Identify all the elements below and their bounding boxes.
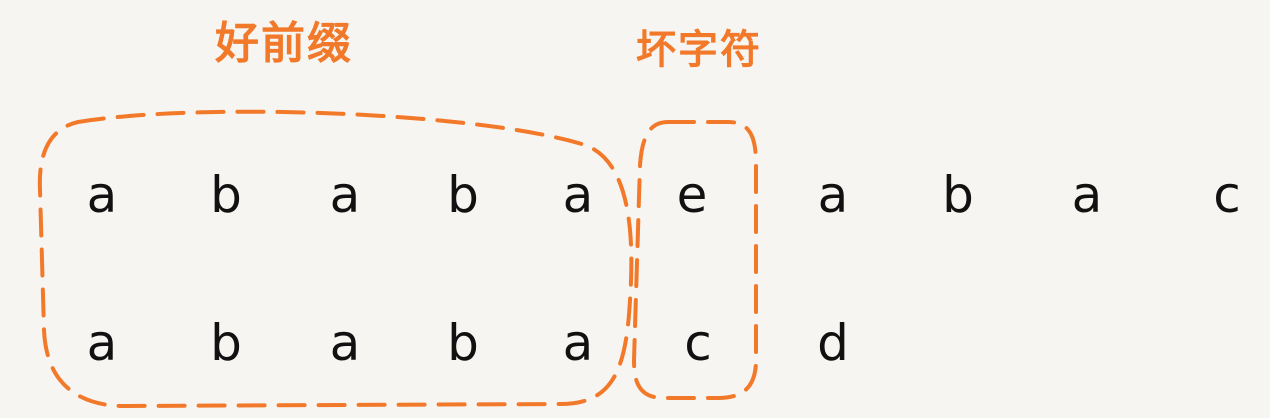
main-string-char: a	[86, 166, 118, 224]
main-string-char: a	[329, 166, 361, 224]
pattern-string-char: a	[562, 314, 594, 372]
good-prefix-label: 好前缀	[215, 18, 353, 69]
good-prefix-dashed-box	[37, 109, 634, 409]
main-string-char: a	[817, 166, 849, 224]
pattern-string-char: d	[817, 314, 849, 372]
pattern-string-char: b	[210, 314, 242, 372]
pattern-string-char: a	[329, 314, 361, 372]
bad-character-dashed-box	[631, 120, 758, 400]
main-string-char: b	[447, 166, 479, 224]
main-string-char: e	[676, 166, 708, 224]
main-string-char: b	[210, 166, 242, 224]
pattern-string-char: c	[684, 314, 712, 372]
pattern-string-char: b	[447, 314, 479, 372]
main-string-char: b	[942, 166, 974, 224]
main-string-char: a	[562, 166, 594, 224]
main-string-char: a	[1071, 166, 1103, 224]
pattern-string-char: a	[86, 314, 118, 372]
main-string-char: c	[1213, 166, 1241, 224]
bad-character-label: 坏字符	[636, 27, 762, 73]
